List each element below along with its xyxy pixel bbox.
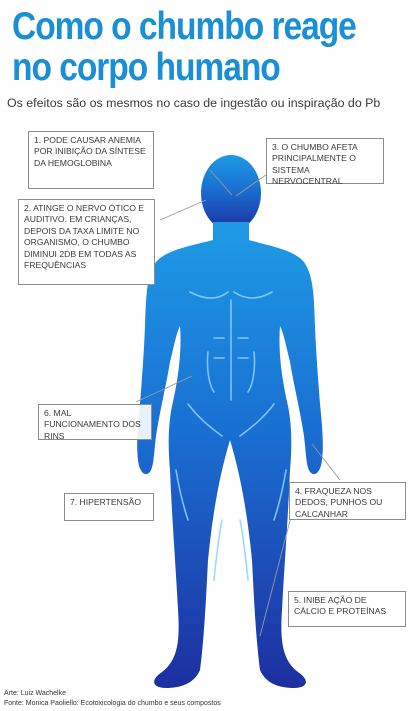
- effect-3-box: 3. O CHUMBO AFETA PRINCIPALMENTE O SISTE…: [266, 138, 384, 187]
- effect-6-text: 6. MAL FUNCIONAMENTO DOS RINS: [44, 408, 141, 441]
- effect-2-text: 2. ATINGE O NERVO ÓTICO E AUDITIVO. EM C…: [24, 203, 145, 271]
- title-line-1: Como o chumbo reage: [12, 5, 357, 48]
- source-credit: Fonte: Monica Paoliello: Ecotoxicologia …: [4, 700, 221, 707]
- effect-4-text: 4. FRAQUEZA NOS DEDOS, PUNHOS OU CALCANH…: [295, 486, 383, 519]
- effect-5-text: 5. INIBE AÇÃO DE CÁLCIO E PROTEÍNAS: [294, 595, 387, 617]
- effect-1-text: 1. PODE CAUSAR ANEMIA POR INIBIÇÃO DA SÍ…: [34, 135, 146, 168]
- muscle-lines: [175, 291, 287, 581]
- title-line-2: no corpo humano: [12, 46, 281, 89]
- art-credit: Arte: Luiz Wachelke: [4, 690, 66, 697]
- effect-7-text: 7. HIPERTENSÃO: [70, 497, 141, 507]
- effect-6-box: 6. MAL FUNCIONAMENTO DOS RINS: [38, 404, 152, 441]
- effect-7-box: 7. HIPERTENSÃO: [64, 493, 154, 521]
- effect-2-box: 2. ATINGE O NERVO ÓTICO E AUDITIVO. EM C…: [18, 199, 155, 285]
- effect-3-text: 3. O CHUMBO AFETA PRINCIPALMENTE O SISTE…: [272, 142, 358, 187]
- page-title: Como o chumbo reage no corpo humano: [12, 5, 357, 89]
- effect-1-box: 1. PODE CAUSAR ANEMIA POR INIBIÇÃO DA SÍ…: [28, 131, 154, 189]
- effect-4-box: 4. FRAQUEZA NOS DEDOS, PUNHOS OU CALCANH…: [289, 482, 406, 520]
- subtitle: Os efeitos são os mesmos no caso de inge…: [7, 96, 381, 110]
- body-head: [201, 155, 261, 231]
- effect-5-box: 5. INIBE AÇÃO DE CÁLCIO E PROTEÍNAS: [288, 591, 406, 627]
